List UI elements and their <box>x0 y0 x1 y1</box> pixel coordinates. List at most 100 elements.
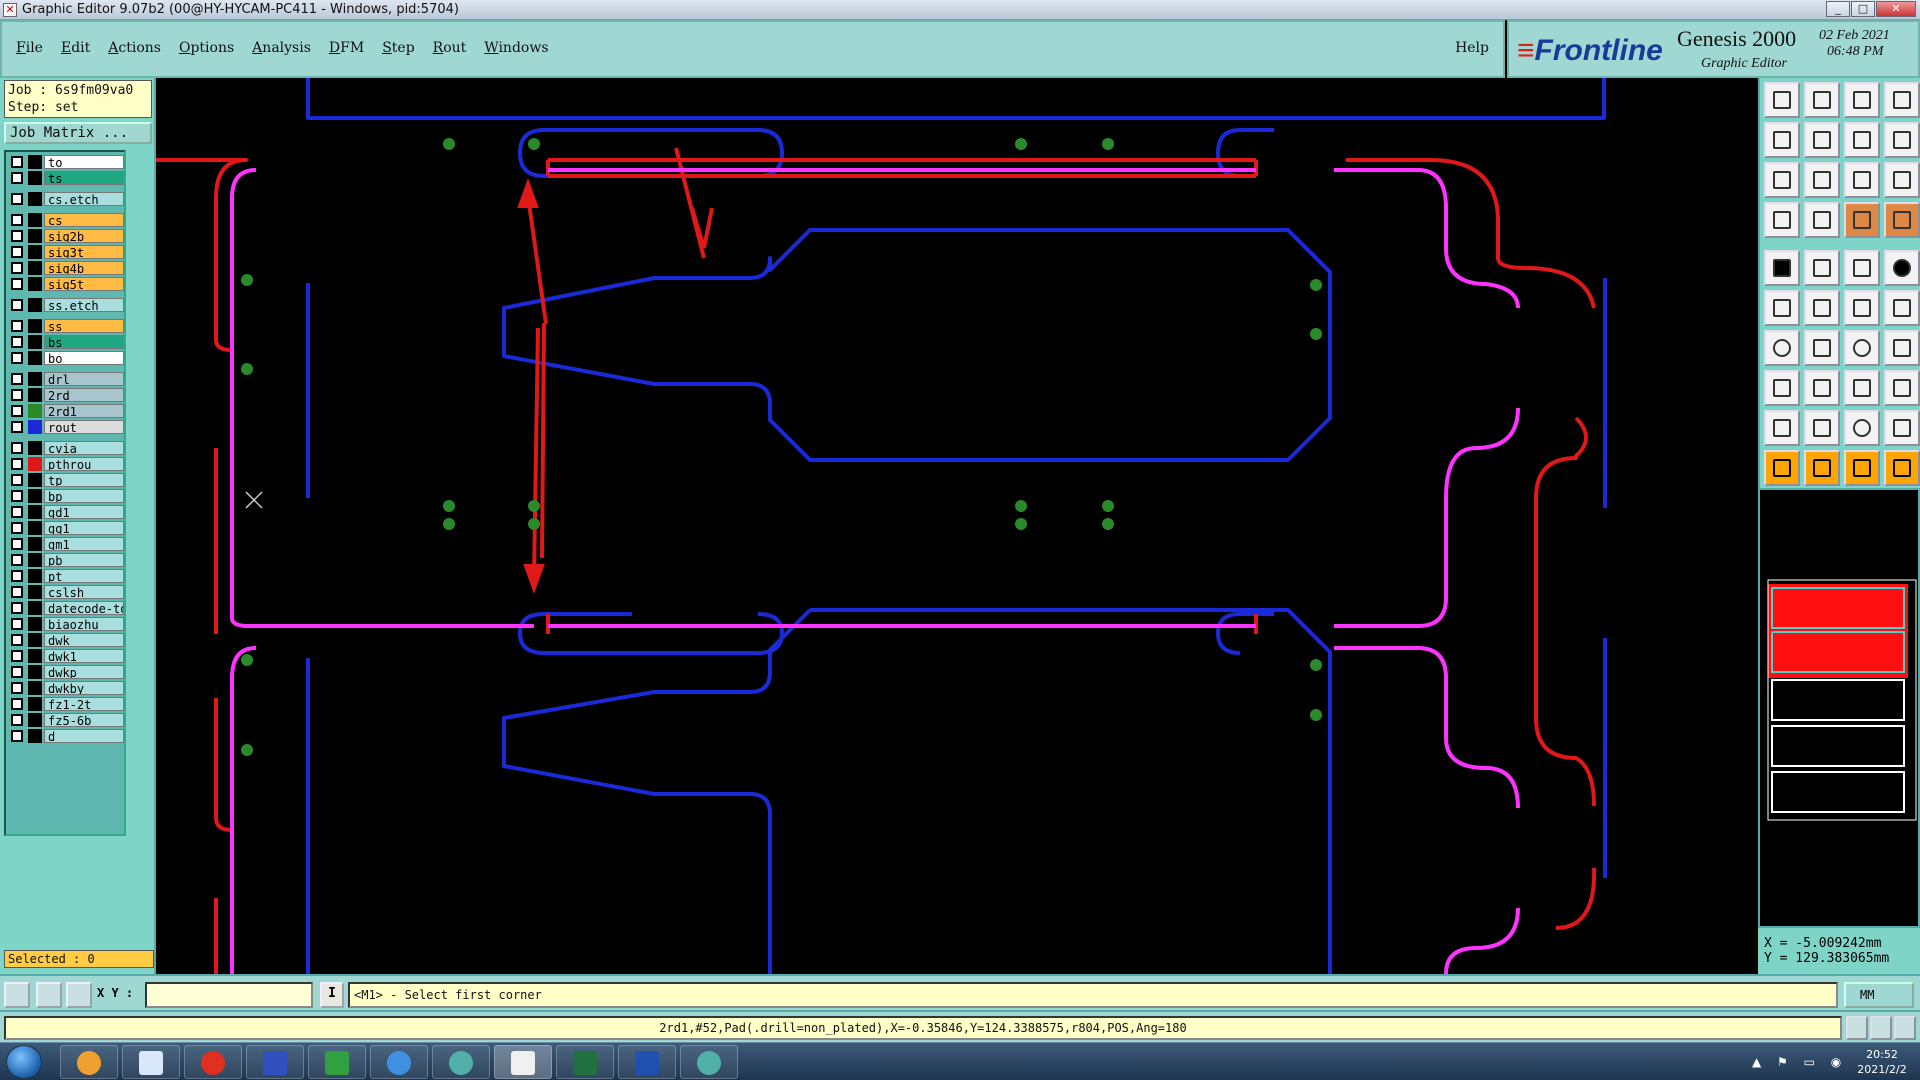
layer-checkbox[interactable] <box>11 421 23 433</box>
pad-icon[interactable] <box>1764 250 1800 286</box>
layer-name[interactable]: gg1 <box>44 521 124 535</box>
pan-right-icon[interactable] <box>1804 122 1840 158</box>
layer-row[interactable]: cslsh <box>8 584 124 600</box>
layer-checkbox[interactable] <box>11 682 23 694</box>
help-icon[interactable] <box>1884 162 1920 198</box>
layer-row[interactable]: gd1 <box>8 504 124 520</box>
split-icon[interactable] <box>1844 370 1880 406</box>
layer-row[interactable]: pb <box>8 552 124 568</box>
layer-name[interactable]: dwkby <box>44 681 124 695</box>
move-icon[interactable] <box>1764 290 1800 326</box>
layer-name[interactable]: pb <box>44 553 124 567</box>
layer-row[interactable]: pthrou <box>8 456 124 472</box>
snap-mode-button[interactable] <box>4 982 30 1008</box>
layer-color-swatch[interactable] <box>28 617 42 631</box>
layer-checkbox[interactable] <box>11 442 23 454</box>
ratio-icon[interactable] <box>1844 162 1880 198</box>
layer-row[interactable]: gm1 <box>8 536 124 552</box>
layer-row[interactable]: pt <box>8 568 124 584</box>
menu-windows[interactable]: Windows <box>484 40 549 56</box>
unit-selector[interactable]: MM <box>1844 982 1914 1008</box>
layer-color-swatch[interactable] <box>28 441 42 455</box>
layer-row[interactable]: gg1 <box>8 520 124 536</box>
window-icon[interactable] <box>1884 82 1920 118</box>
grid-mode-button[interactable] <box>66 982 92 1008</box>
snap-icon[interactable] <box>1764 202 1800 238</box>
surface-icon[interactable] <box>1844 250 1880 286</box>
layer-color-swatch[interactable] <box>28 351 42 365</box>
layer-checkbox[interactable] <box>11 246 23 258</box>
layer-name[interactable]: bp <box>44 489 124 503</box>
layer-checkbox[interactable] <box>11 554 23 566</box>
layer-name[interactable]: cslsh <box>44 585 124 599</box>
layer-color-swatch[interactable] <box>28 537 42 551</box>
layer-name[interactable]: pt <box>44 569 124 583</box>
layer-row[interactable]: bo <box>8 350 124 366</box>
taskbar-app-notepad[interactable] <box>122 1045 180 1079</box>
layer-row[interactable]: fz5-6b <box>8 712 124 728</box>
layer-row[interactable]: rout <box>8 419 124 435</box>
layer-color-swatch[interactable] <box>28 229 42 243</box>
layer-color-swatch[interactable] <box>28 388 42 402</box>
arch-icon[interactable] <box>1844 410 1880 446</box>
measure-mode-button[interactable] <box>36 982 62 1008</box>
layer-color-swatch[interactable] <box>28 213 42 227</box>
layer-row[interactable]: drl <box>8 371 124 387</box>
taskbar-app-excel[interactable] <box>556 1045 614 1079</box>
layer-color-swatch[interactable] <box>28 319 42 333</box>
layer-color-swatch[interactable] <box>28 681 42 695</box>
layer-row[interactable]: dwkp <box>8 664 124 680</box>
pcb-drawing[interactable] <box>156 78 1758 974</box>
layer-color-swatch[interactable] <box>28 729 42 743</box>
layer-checkbox[interactable] <box>11 389 23 401</box>
layer-color-swatch[interactable] <box>28 601 42 615</box>
layer-color-swatch[interactable] <box>28 505 42 519</box>
line-icon[interactable] <box>1804 250 1840 286</box>
layer-row[interactable]: ss.etch <box>8 297 124 313</box>
triangle-icon[interactable] <box>1764 410 1800 446</box>
menu-edit[interactable]: Edit <box>60 40 91 56</box>
start-button[interactable] <box>6 1045 42 1079</box>
transform-icon[interactable] <box>1764 370 1800 406</box>
layer-checkbox[interactable] <box>11 320 23 332</box>
layer-checkbox[interactable] <box>11 458 23 470</box>
bump-icon[interactable] <box>1884 410 1920 446</box>
layer-name[interactable]: sig3t <box>44 245 124 259</box>
job-matrix-button[interactable]: Job Matrix ... <box>4 122 152 144</box>
layer-name[interactable]: cvia <box>44 441 124 455</box>
layer-checkbox[interactable] <box>11 538 23 550</box>
tray-icons[interactable]: ▲ ⚑ ▭ ◉ <box>1752 1055 1848 1069</box>
overview-panel[interactable] <box>1758 488 1920 928</box>
layer-name[interactable]: bo <box>44 351 124 365</box>
layer-row[interactable]: cs.etch <box>8 191 124 207</box>
mirror-icon[interactable] <box>1884 330 1920 366</box>
layer-checkbox[interactable] <box>11 506 23 518</box>
select-icon[interactable] <box>1764 450 1800 486</box>
layer-color-swatch[interactable] <box>28 245 42 259</box>
menu-file[interactable]: File <box>16 40 43 56</box>
layer-checkbox[interactable] <box>11 666 23 678</box>
layer-name[interactable]: drl <box>44 372 124 386</box>
layer-row[interactable]: datecode-to <box>8 600 124 616</box>
layer-checkbox[interactable] <box>11 336 23 348</box>
layer-checkbox[interactable] <box>11 193 23 205</box>
layer-checkbox[interactable] <box>11 490 23 502</box>
layer-checkbox[interactable] <box>11 405 23 417</box>
rotate-icon[interactable] <box>1844 330 1880 366</box>
home-icon[interactable] <box>1844 82 1880 118</box>
layer-name[interactable]: tp <box>44 473 124 487</box>
layer-row[interactable]: cs <box>8 212 124 228</box>
layer-row[interactable]: 2rd1 <box>8 403 124 419</box>
layer-row[interactable]: dwkby <box>8 680 124 696</box>
layer-checkbox[interactable] <box>11 618 23 630</box>
layer-checkbox[interactable] <box>11 634 23 646</box>
undo-zoom-icon[interactable] <box>1844 122 1880 158</box>
minus-icon[interactable] <box>1804 370 1840 406</box>
menu-rout[interactable]: Rout <box>432 40 467 56</box>
layer-row[interactable]: sig2b <box>8 228 124 244</box>
layer-name[interactable]: gm1 <box>44 537 124 551</box>
layer-color-swatch[interactable] <box>28 457 42 471</box>
layer-checkbox[interactable] <box>11 262 23 274</box>
layer-row[interactable]: fz1-2t <box>8 696 124 712</box>
taskbar-app-eye[interactable] <box>432 1045 490 1079</box>
